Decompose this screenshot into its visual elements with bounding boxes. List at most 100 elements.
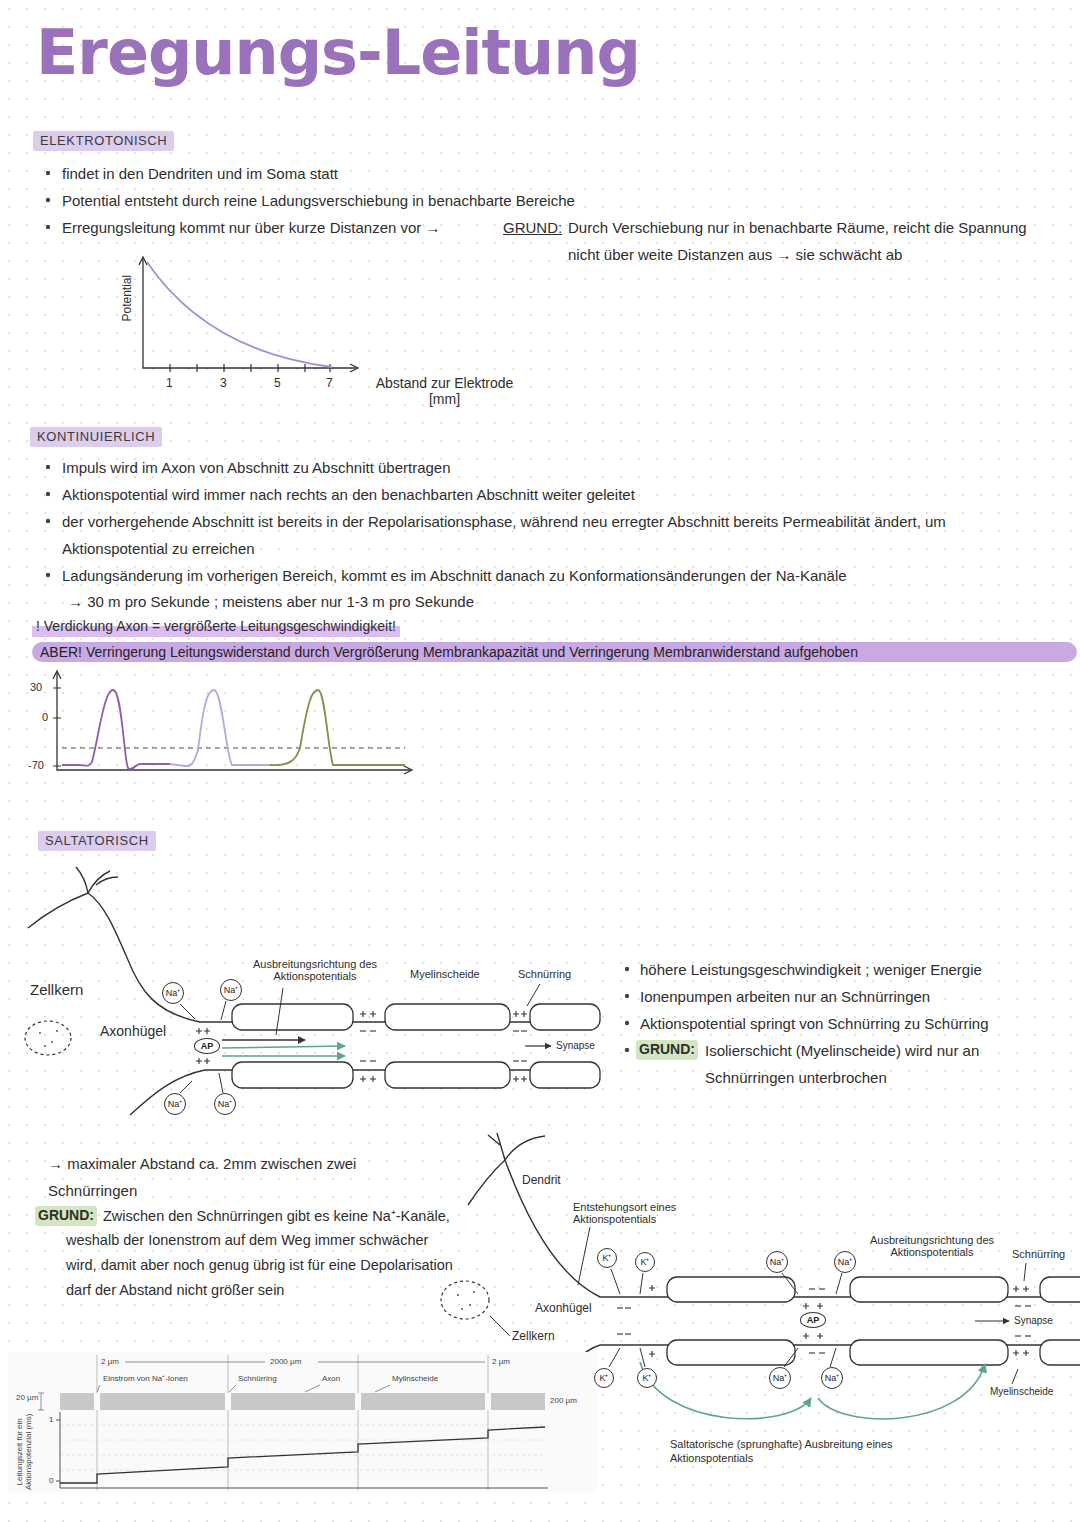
- minus-mark: [1015, 1335, 1021, 1336]
- part-label: Entstehungsort eines Aktionspotentials: [573, 1201, 713, 1226]
- part-label: Zellkern: [30, 981, 83, 999]
- figure-panel: [8, 1352, 598, 1492]
- bullet-dot: [46, 171, 50, 175]
- minus-mark: [1025, 1305, 1031, 1306]
- node-text: Na⁺: [224, 986, 239, 995]
- myelin-sheath: [232, 1062, 353, 1088]
- plus-mark: [1013, 1350, 1019, 1356]
- dendrite: [76, 867, 118, 893]
- node-text: GRUND:: [38, 1206, 94, 1226]
- myelin-sheath: [385, 1062, 510, 1088]
- myelin-sheath: [1040, 1340, 1080, 1365]
- tick-marks: [53, 688, 61, 766]
- plus-mark: [204, 1028, 210, 1034]
- node-text: SALTATORISCH: [45, 833, 149, 850]
- myelin-sheath: [667, 1277, 795, 1302]
- minus-mark: [513, 1060, 519, 1061]
- axis-arrow: [139, 257, 358, 372]
- part-label: Ausbreitungsrichtung des Aktionspotentia…: [245, 958, 385, 983]
- myelin-sheath: [850, 1277, 1008, 1302]
- minus-mark: [370, 1060, 376, 1061]
- node-text: K⁺: [602, 1254, 611, 1263]
- part-label: Schnürring: [518, 968, 571, 981]
- myelin-sheath: [667, 1277, 1080, 1365]
- action-potential-oval: AP: [800, 1312, 827, 1328]
- node-text: ABER! Verringerung Leitungswiderstand du…: [40, 642, 1069, 662]
- dimension-bracket: [38, 1393, 44, 1410]
- node-text: KONTINUIERLICH: [37, 429, 155, 446]
- bullet-dot: [625, 967, 629, 971]
- bullet-text: Potential entsteht durch reine Ladungsve…: [62, 187, 575, 214]
- reason-highlight: GRUND:: [636, 1040, 698, 1060]
- nucleus-dots: [39, 1030, 58, 1047]
- dimension-label: 2 µm: [101, 1357, 119, 1367]
- leader-line: [97, 1385, 390, 1392]
- minus-mark: [819, 1288, 825, 1289]
- reason-keyword: GRUND:: [503, 214, 562, 241]
- plus-mark: [817, 1333, 823, 1339]
- part-label: Schnürring: [238, 1374, 277, 1384]
- minus-mark: [1025, 1335, 1031, 1336]
- ion-circle: K⁺: [635, 1252, 655, 1272]
- current-arrow: [222, 1046, 345, 1048]
- charge-marks: [196, 1011, 1031, 1357]
- ion-channel-line: [609, 1269, 842, 1367]
- node-text: AP: [201, 1042, 214, 1051]
- dimension-line: [125, 1362, 485, 1363]
- conduction-time-line: [60, 1427, 545, 1483]
- bullet-text: Erregungsleitung kommt nur über kurze Di…: [62, 214, 441, 241]
- dimension-label: 2 µm: [492, 1357, 510, 1367]
- plus-mark: [360, 1011, 366, 1017]
- dimension-label: 2000 µm: [270, 1357, 301, 1367]
- dot: [469, 1304, 471, 1306]
- tick-label: 7: [326, 376, 333, 390]
- myelin-sheath: [385, 1004, 510, 1030]
- node-text: Na⁺: [168, 1100, 183, 1109]
- nucleus-dots: [457, 1291, 475, 1310]
- part-label: Axonhügel: [100, 1023, 166, 1040]
- dot: [457, 1294, 459, 1296]
- part-label: Dendrit: [522, 1173, 561, 1187]
- tick-marks: [170, 364, 330, 372]
- minus-mark: [513, 1030, 519, 1031]
- myelin-sheath: [850, 1340, 1008, 1365]
- minus-mark: [617, 1307, 623, 1308]
- reason-text: Durch Verschiebung nur in benachbarte Rä…: [568, 214, 1028, 268]
- highlight-band: ABER! Verringerung Leitungswiderstand du…: [32, 642, 1077, 662]
- minus-mark: [521, 1060, 527, 1061]
- cell-nucleus: [25, 1021, 71, 1055]
- part-label: Mylinscheide: [392, 1374, 438, 1384]
- minus-mark: [360, 1060, 366, 1061]
- node-text: K⁺: [599, 1374, 608, 1383]
- myelin-sheath: [667, 1340, 795, 1365]
- minus-mark: [625, 1333, 631, 1334]
- bullet-dot: [46, 465, 50, 469]
- ion-channel-line: [180, 1001, 226, 1093]
- bullet-text: Ionenpumpen arbeiten nur an Schnürringen: [640, 983, 930, 1010]
- plus-mark: [360, 1076, 366, 1082]
- ion-circle: Na⁺: [834, 1251, 856, 1273]
- node-text: GRUND:: [639, 1040, 695, 1060]
- ion-circle: Na⁺: [821, 1367, 843, 1389]
- part-label: Zellkern: [512, 1329, 555, 1343]
- ion-circle: Na⁺: [164, 1093, 186, 1115]
- bullet-text: Aktionspotential wird immer nach rechts …: [62, 481, 635, 508]
- plus-mark: [513, 1011, 519, 1017]
- bullet-dots: [46, 171, 629, 1052]
- tick-label: 0: [42, 711, 48, 724]
- action-potential-trace: [270, 690, 405, 765]
- page-title: Eregungs-Leitung: [36, 14, 640, 92]
- node-gap: [225, 1393, 231, 1410]
- node-text: Na⁺: [825, 1374, 840, 1383]
- part-label: Axonhügel: [535, 1301, 592, 1315]
- axis-arrow: [53, 671, 412, 774]
- minus-mark: [370, 1030, 376, 1031]
- grid-line: [60, 1425, 545, 1470]
- section-heading: KONTINUIERLICH: [30, 427, 162, 448]
- bullet-dot: [46, 225, 50, 229]
- plus-mark: [521, 1011, 527, 1017]
- bullet-dot: [625, 1021, 629, 1025]
- reason-text: Isolierschicht (Myelinscheide) wird nur …: [705, 1037, 1065, 1091]
- chart-axis: [56, 1412, 548, 1488]
- axis-title: Potential: [120, 275, 134, 322]
